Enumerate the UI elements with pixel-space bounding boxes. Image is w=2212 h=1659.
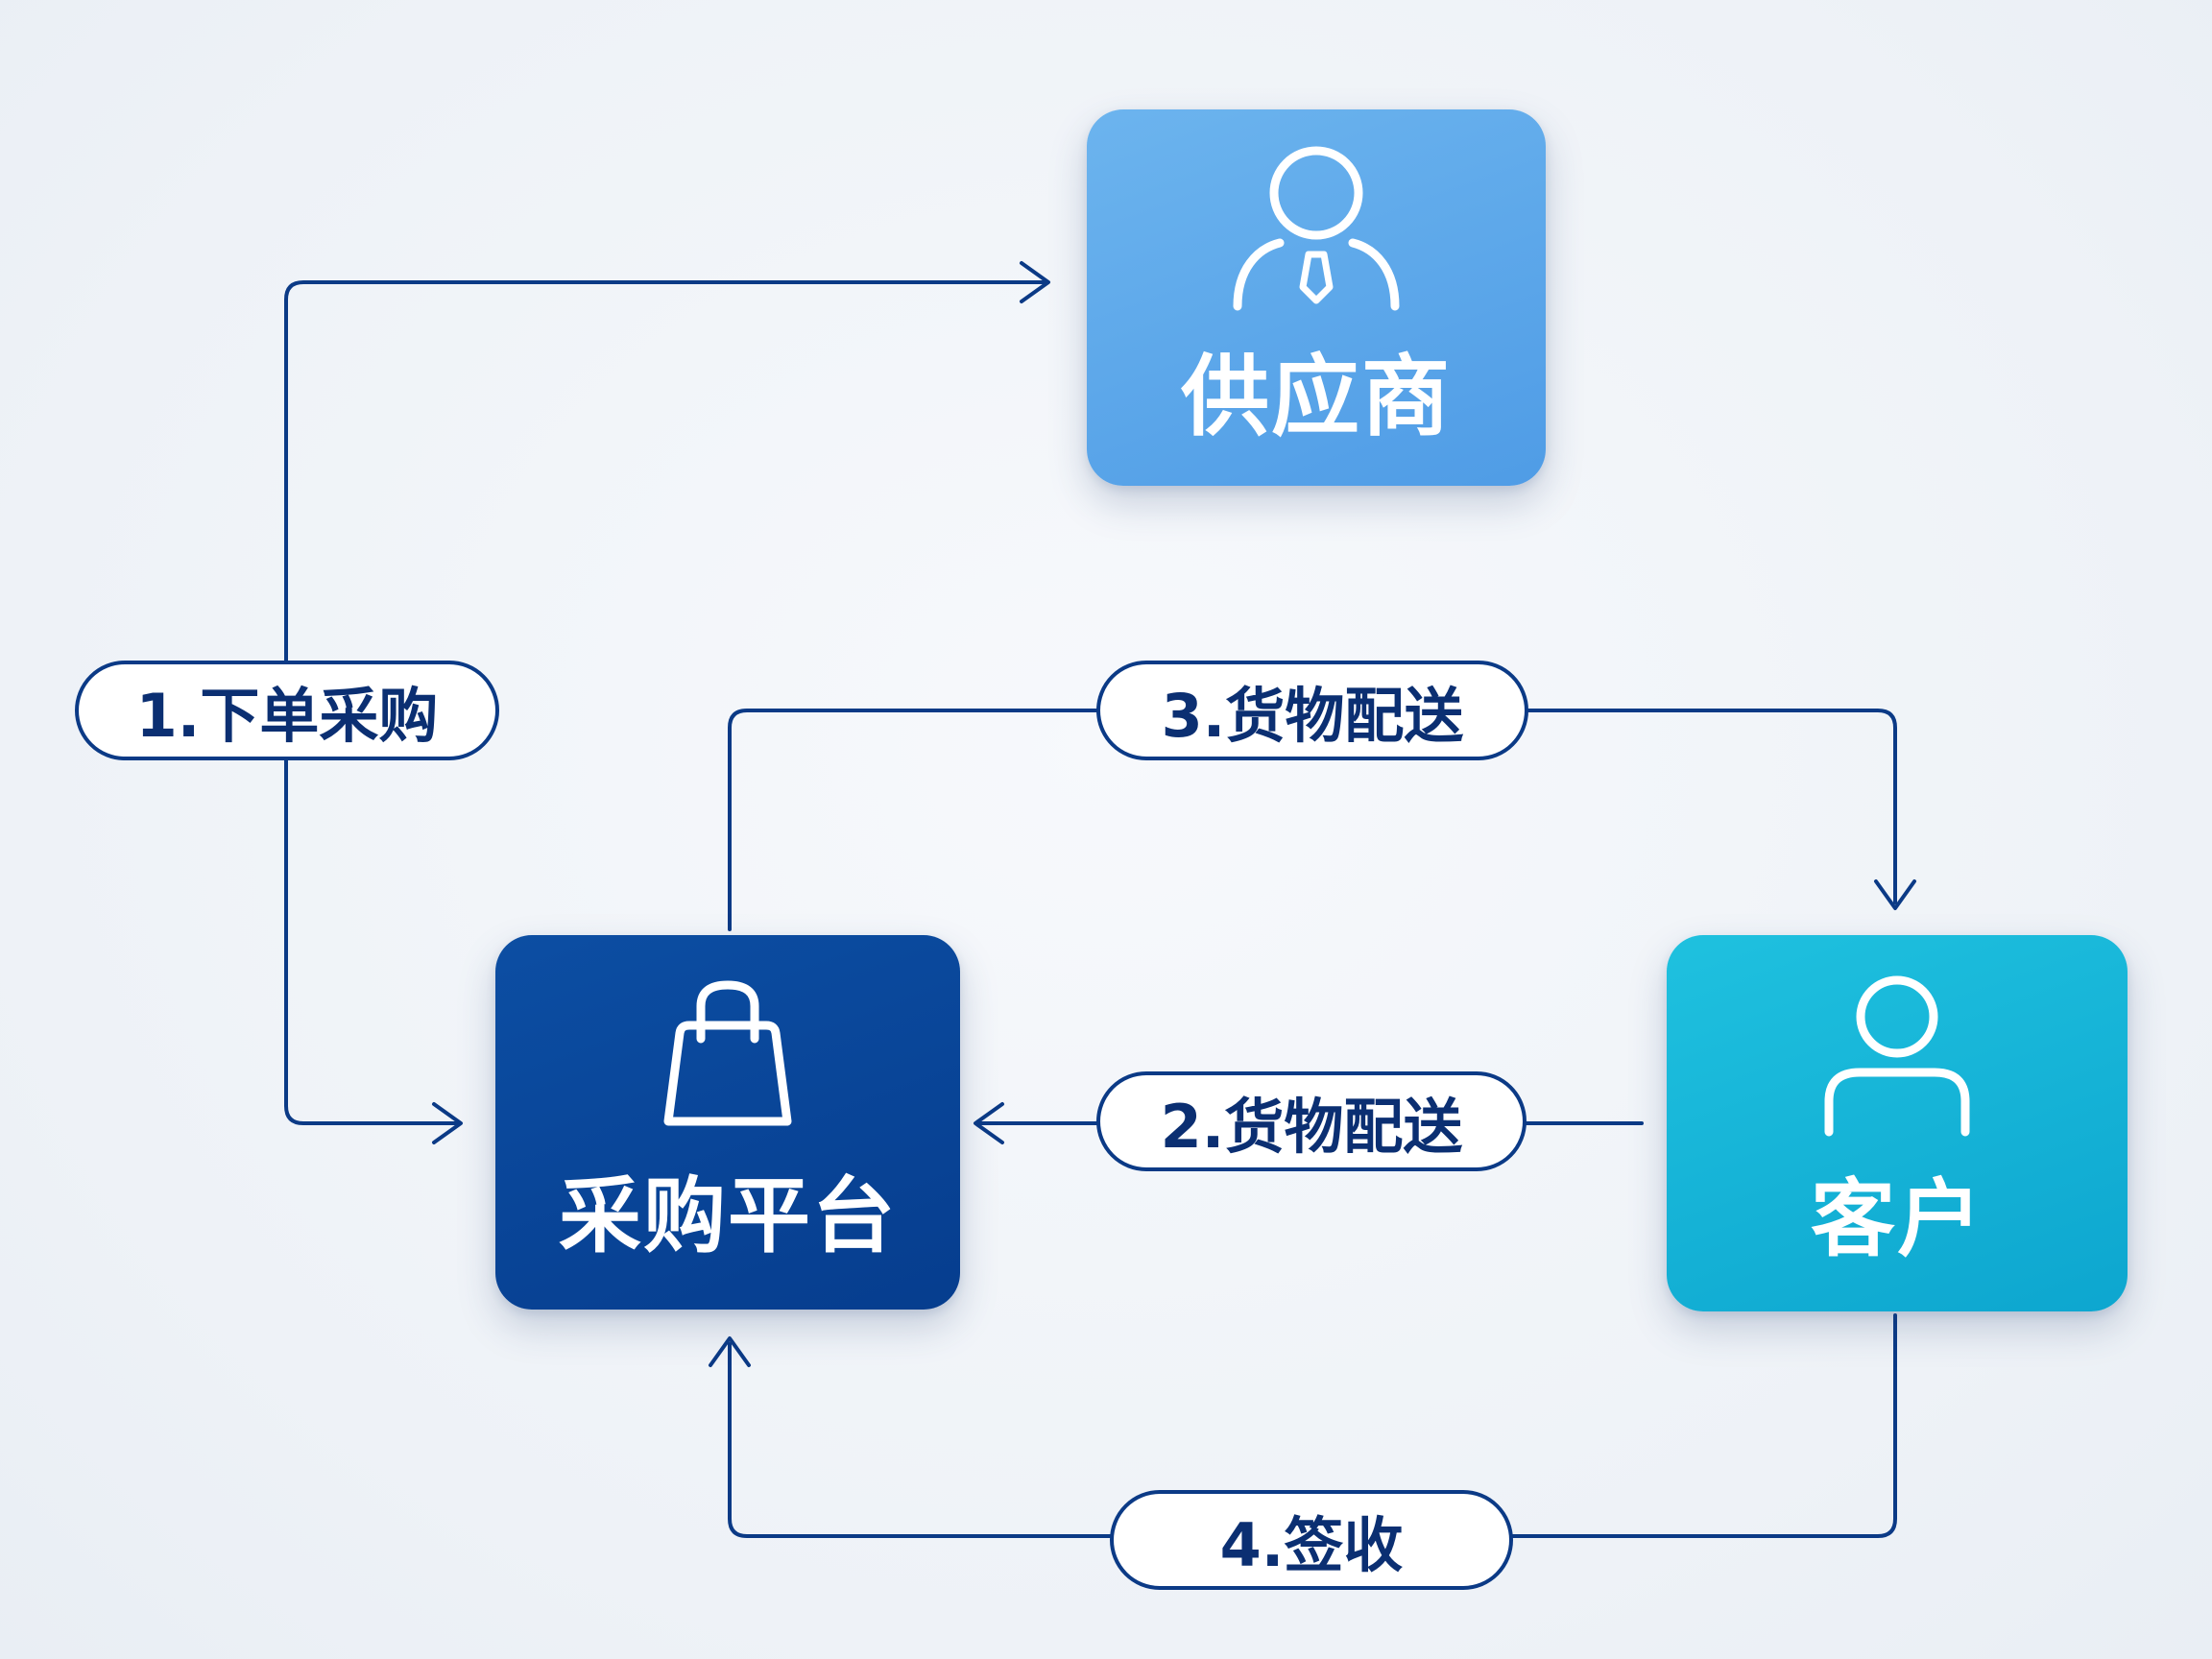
edge-ship2-arrowhead [974, 1102, 1004, 1144]
edge-order-to-platform-arrowhead [432, 1102, 463, 1144]
edge-sign-to-platform [728, 1342, 1112, 1538]
purchase-platform-node[interactable]: 采购平台 [495, 935, 960, 1310]
supplier-person-icon [1233, 146, 1400, 310]
edge-label-sign: 4.签收 [1110, 1490, 1513, 1590]
edge-order-to-supplier-arrowhead [1020, 261, 1050, 303]
platform-label: 采购平台 [559, 1167, 897, 1264]
edge-sign-arrowhead [709, 1336, 751, 1367]
edge-ship3-from-platform [728, 709, 1098, 931]
edge-sign-from-customer [1511, 1313, 1897, 1538]
customer-person-icon [1824, 975, 1970, 1136]
supplier-node[interactable]: 供应商 [1087, 109, 1546, 486]
edge-order-to-supplier [284, 280, 1046, 664]
customer-label: 客户 [1810, 1168, 1984, 1268]
supplier-label: 供应商 [1180, 345, 1452, 448]
edge-ship3-to-customer [1527, 709, 1897, 904]
shopping-bag-icon [663, 980, 792, 1125]
edge-ship3-arrowhead [1874, 879, 1916, 910]
edge-label-delivery-3: 3.货物配送 [1096, 661, 1528, 760]
customer-node[interactable]: 客户 [1667, 935, 2128, 1311]
edge-order-to-platform [284, 757, 459, 1125]
edge-label-delivery-2: 2.货物配送 [1096, 1071, 1527, 1171]
edge-label-order: 1.下单采购 [75, 661, 499, 760]
